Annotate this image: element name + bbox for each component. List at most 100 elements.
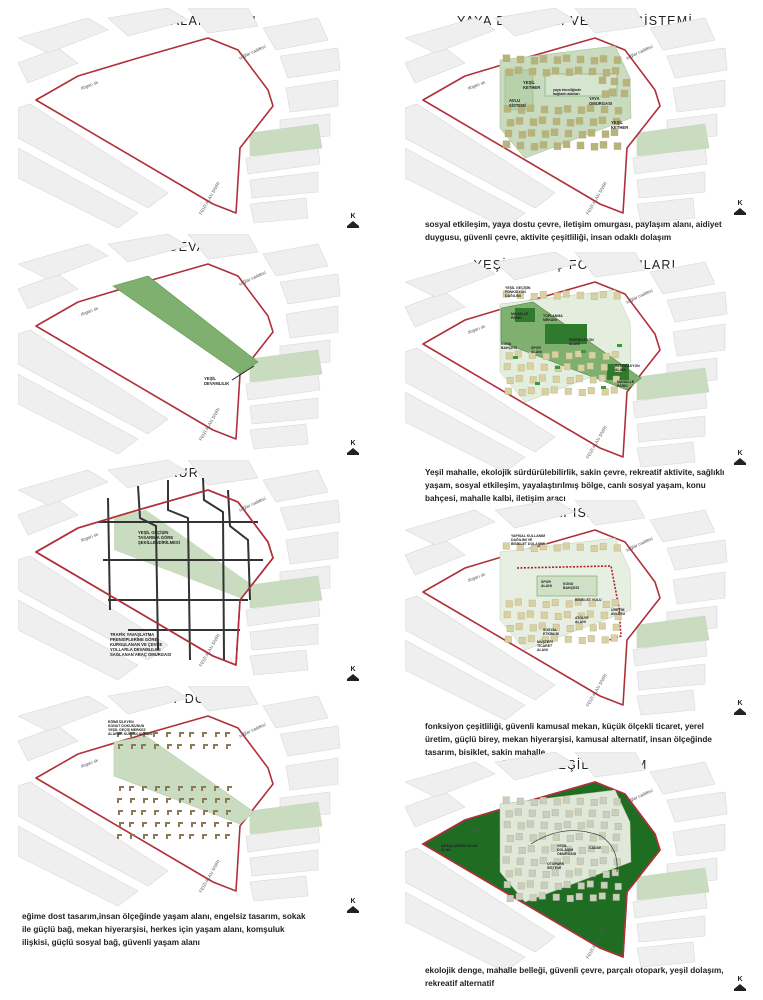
context-green — [249, 123, 323, 157]
building-block — [551, 67, 560, 75]
building-block — [578, 846, 586, 854]
north-arrow-icon — [347, 221, 359, 226]
context-block — [285, 305, 339, 339]
building-block — [538, 622, 546, 630]
building-block — [515, 375, 523, 383]
description-yaya-dolasimi: sosyal etkileşim, yaya dostu çevre, ilet… — [425, 220, 722, 242]
context-block — [405, 347, 556, 453]
context-block — [249, 649, 309, 676]
housing-unit — [189, 798, 194, 803]
road-segment — [107, 497, 111, 611]
building-block — [527, 387, 535, 395]
annot-konu-bahcesi: KONU BAHÇESİ — [501, 342, 517, 350]
building-block — [539, 797, 547, 805]
building-block — [599, 55, 608, 63]
housing-unit — [165, 822, 170, 827]
housing-unit — [202, 834, 207, 839]
building-block — [574, 350, 582, 358]
building-block — [613, 142, 622, 150]
building-block — [598, 622, 606, 630]
building-block — [542, 600, 550, 608]
north-arrow: K — [733, 450, 747, 465]
building-block — [587, 635, 595, 643]
building-block — [590, 293, 598, 300]
building-block — [610, 77, 619, 86]
context-block — [672, 323, 726, 357]
housing-unit — [154, 744, 159, 749]
building-block — [586, 880, 594, 888]
housing-unit — [118, 810, 123, 815]
building-block — [518, 130, 527, 139]
building-block — [564, 635, 572, 643]
north-arrow: K — [346, 666, 360, 681]
context-block — [107, 8, 189, 37]
housing-unit — [153, 834, 158, 839]
building-block — [614, 106, 623, 115]
context-block — [636, 197, 696, 224]
annot-yesil-gecis-tasarim: YEŞİL GEÇİŞİN TASARIMA GÖRE ŞEKİLLENDİRİ… — [138, 530, 180, 545]
annot-rekreasyon-1: REKREASYON ALANI — [569, 338, 594, 346]
building-block — [590, 142, 599, 151]
building-block — [530, 858, 538, 866]
building-block — [562, 290, 570, 298]
north-arrow-icon — [347, 906, 359, 911]
building-block — [589, 118, 598, 126]
building-block — [565, 352, 573, 360]
housing-unit — [153, 798, 158, 803]
context-block — [649, 761, 716, 795]
north-arrow: K — [346, 440, 360, 455]
context-block — [249, 397, 319, 425]
building-block — [565, 810, 573, 818]
building-block — [578, 130, 587, 139]
building-block — [529, 376, 537, 384]
building-block — [620, 89, 629, 98]
building-block — [541, 636, 549, 644]
building-block — [588, 869, 596, 877]
building-block — [516, 291, 524, 299]
context-block — [187, 8, 259, 34]
annot-konu-bahcesi: KONU BAHÇESİ — [563, 582, 579, 590]
building-block — [554, 612, 562, 620]
panel-konut-dokusu: KONUT DOKUSU dogan sk sağlar caddesi FEI… — [18, 686, 359, 913]
site-plan — [405, 8, 728, 228]
building-block — [553, 142, 562, 150]
building-block — [540, 881, 548, 889]
building-block — [542, 69, 551, 77]
building-block — [506, 376, 514, 384]
annot-spor-alani: SPOR ALANI — [541, 580, 552, 588]
building-block — [552, 893, 560, 901]
site-boundary — [35, 263, 274, 440]
context-block — [18, 273, 79, 310]
building-block — [577, 106, 586, 114]
context-block — [574, 252, 646, 278]
building-block — [503, 105, 512, 113]
housing-unit — [203, 744, 208, 749]
north-letter: K — [350, 898, 356, 905]
building-block — [516, 857, 524, 865]
context-block — [672, 79, 726, 113]
context-block — [18, 825, 139, 906]
green-circulation-path — [530, 830, 618, 873]
building-block — [540, 105, 549, 114]
site-plan — [18, 686, 341, 906]
building-block — [586, 610, 594, 618]
building-block — [588, 67, 597, 76]
context-block — [249, 875, 309, 902]
building-block — [565, 870, 573, 878]
building-block — [502, 796, 510, 804]
building-block — [602, 600, 610, 608]
housing-unit — [166, 834, 171, 839]
building-block — [563, 105, 572, 113]
building-block — [576, 291, 584, 299]
road-segment — [202, 477, 225, 661]
building-block — [550, 128, 559, 137]
building-block — [517, 364, 525, 372]
panel-yesil-devamlilik: YEŞİL DEVAMLILIK dogan sk sağlar caddesi… — [18, 234, 360, 455]
housing-unit — [177, 744, 182, 749]
building-block — [502, 290, 510, 298]
north-arrow: K — [733, 976, 747, 991]
panel-proje-alan-siniri: PROJE ALAN SINIRI dogan sk sağlar caddes… — [18, 8, 359, 228]
site-plan — [405, 500, 728, 720]
building-block — [611, 351, 619, 359]
north-arrow-icon — [734, 208, 746, 213]
